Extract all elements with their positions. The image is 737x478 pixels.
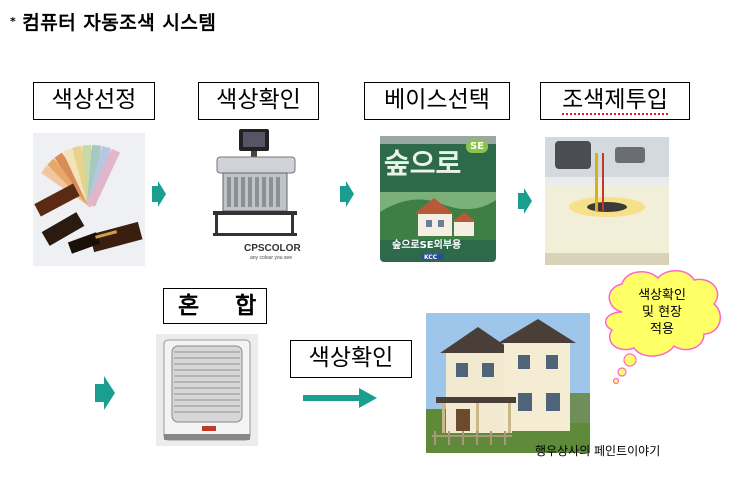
callout-line-2: 및 현장 bbox=[641, 305, 682, 320]
callout-cloud-shape bbox=[604, 270, 722, 385]
page-title: * 컴퓨터 자동조색 시스템 bbox=[10, 8, 216, 35]
can-maker-text: KCC bbox=[424, 254, 438, 261]
arrow-step1-to-step2 bbox=[152, 181, 166, 207]
step-label-color-recheck: 색상확인 bbox=[290, 340, 412, 378]
machine-tagline-text: any colour you see bbox=[250, 255, 292, 261]
tinting-machine-image bbox=[203, 127, 305, 259]
callout-line-3: 적용 bbox=[650, 322, 674, 337]
callout-text: 색상확인 및 현장 적용 bbox=[614, 287, 710, 338]
can-product-text: 숲으로SE외부용 bbox=[392, 240, 462, 251]
can-badge-text: SE bbox=[466, 140, 489, 153]
colorant-dispensing-image bbox=[545, 137, 669, 265]
title-text: 컴퓨터 자동조색 시스템 bbox=[22, 12, 217, 34]
arrow-step2-to-step3 bbox=[340, 181, 354, 207]
callout-line-1: 색상확인 bbox=[638, 288, 686, 303]
can-brand-text: 숲으로 bbox=[384, 147, 462, 180]
step-label-color-check: 색상확인 bbox=[198, 82, 319, 120]
machine-brand-text: CPSCOLOR bbox=[244, 243, 301, 254]
color-fan-deck-image bbox=[33, 133, 145, 266]
step-label-mix: 혼 합 bbox=[163, 288, 267, 324]
house-photo-image bbox=[426, 313, 590, 453]
mixer-machine-image bbox=[156, 334, 258, 446]
colorant-label-text: 조색제투입 bbox=[562, 87, 668, 115]
step-label-color-select: 색상선정 bbox=[33, 82, 155, 120]
step-label-base-select: 베이스선택 bbox=[364, 82, 510, 120]
arrow-step3-to-step4 bbox=[518, 188, 532, 214]
paint-can-image bbox=[372, 132, 504, 264]
step-label-colorant-input: 조색제투입 bbox=[540, 82, 690, 120]
arrow-step4-to-mix bbox=[95, 376, 115, 410]
source-caption: 행우상사의 페인트이야기 bbox=[535, 444, 661, 458]
arrow-mix-to-house bbox=[303, 388, 377, 408]
title-bullet: * bbox=[10, 15, 17, 28]
